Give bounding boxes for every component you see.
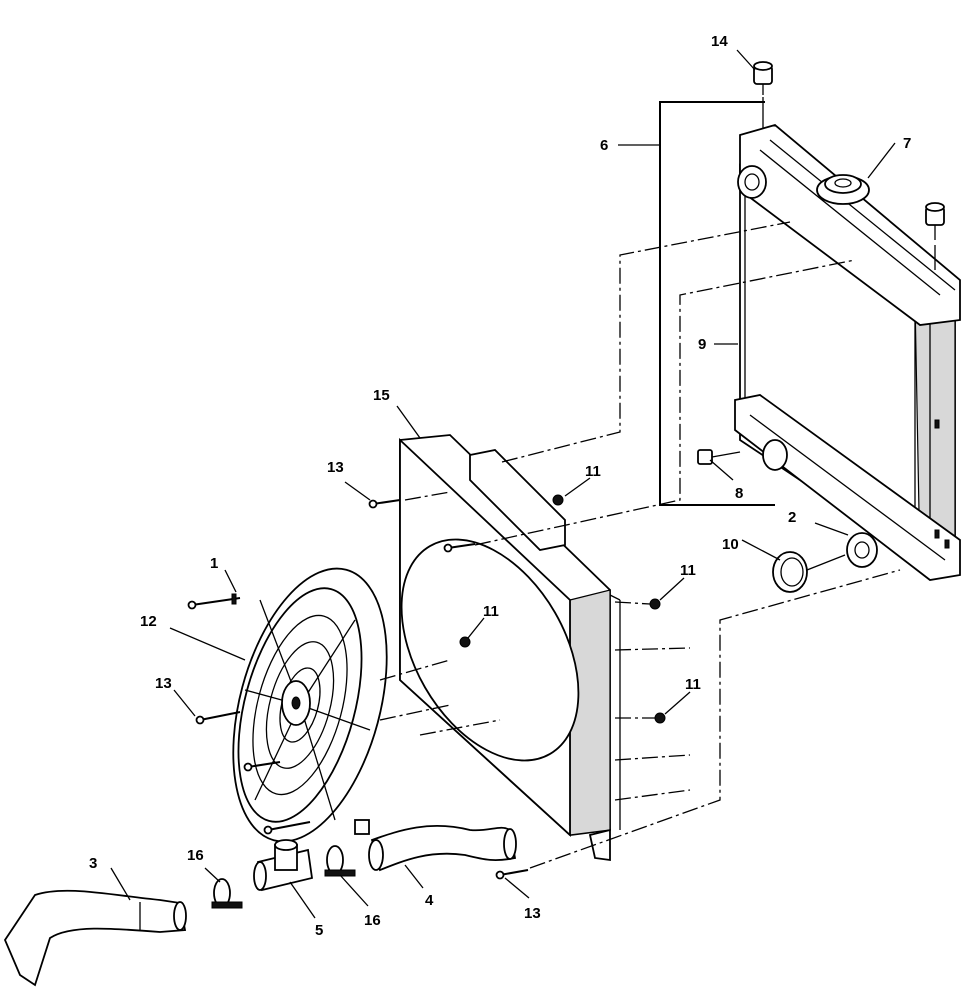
callout-16-b: 16: [364, 912, 381, 929]
callout-8: 8: [735, 485, 743, 502]
bolt-13-bottom: [495, 869, 529, 880]
bolt-fan-bottom: [263, 821, 311, 835]
bolt-fan-lower: [243, 761, 281, 772]
hose-clamp-16-right: [324, 845, 356, 877]
upper-hose-4: [368, 824, 517, 872]
callout-4: 4: [425, 892, 434, 909]
routing-lines: [379, 221, 901, 869]
callout-13-b: 13: [327, 459, 344, 476]
bracket-6: [659, 101, 775, 506]
radiator-mount-right: [925, 202, 945, 270]
callout-11-a: 11: [585, 463, 601, 480]
callout-9: 9: [698, 336, 706, 353]
callout-15: 15: [373, 387, 390, 404]
callout-11-c: 11: [483, 603, 499, 620]
callout-3: 3: [89, 855, 97, 872]
bolt-shroud-inner: [443, 543, 476, 553]
callout-13-c: 13: [524, 905, 541, 922]
bolt-13-shroud: [368, 499, 401, 509]
callout-12: 12: [140, 613, 157, 630]
bolt-13-fan: [195, 711, 241, 725]
callout-5: 5: [315, 922, 323, 939]
callout-2: 2: [788, 509, 796, 526]
hose-clamp-upper: [772, 551, 846, 593]
callout-13-a: 13: [155, 675, 172, 692]
radiator-cap: [816, 174, 870, 205]
callout-10: 10: [722, 536, 739, 553]
callout-14: 14: [711, 33, 728, 50]
callout-11-d: 11: [685, 676, 701, 693]
nut-11-a: [552, 494, 564, 506]
leader-lines: [110, 49, 896, 919]
callout-11-b: 11: [680, 562, 696, 579]
callout-16-a: 16: [187, 847, 204, 864]
nut-11-d: [654, 712, 666, 724]
callout-7: 7: [903, 135, 911, 152]
tee-fitting-5: [253, 839, 314, 892]
hose-clamp-16-left: [211, 878, 243, 909]
bolt-1: [187, 593, 241, 610]
nut-11-b: [649, 598, 661, 610]
radiator: [734, 124, 961, 581]
lower-hose-3: [3, 889, 187, 987]
nut-11-c: [459, 636, 471, 648]
callout-1: 1: [210, 555, 218, 572]
radiator-mount-left: [753, 61, 773, 95]
callout-6: 6: [600, 137, 608, 154]
fan-shroud: [399, 434, 621, 862]
temperature-sensor: [697, 449, 741, 465]
